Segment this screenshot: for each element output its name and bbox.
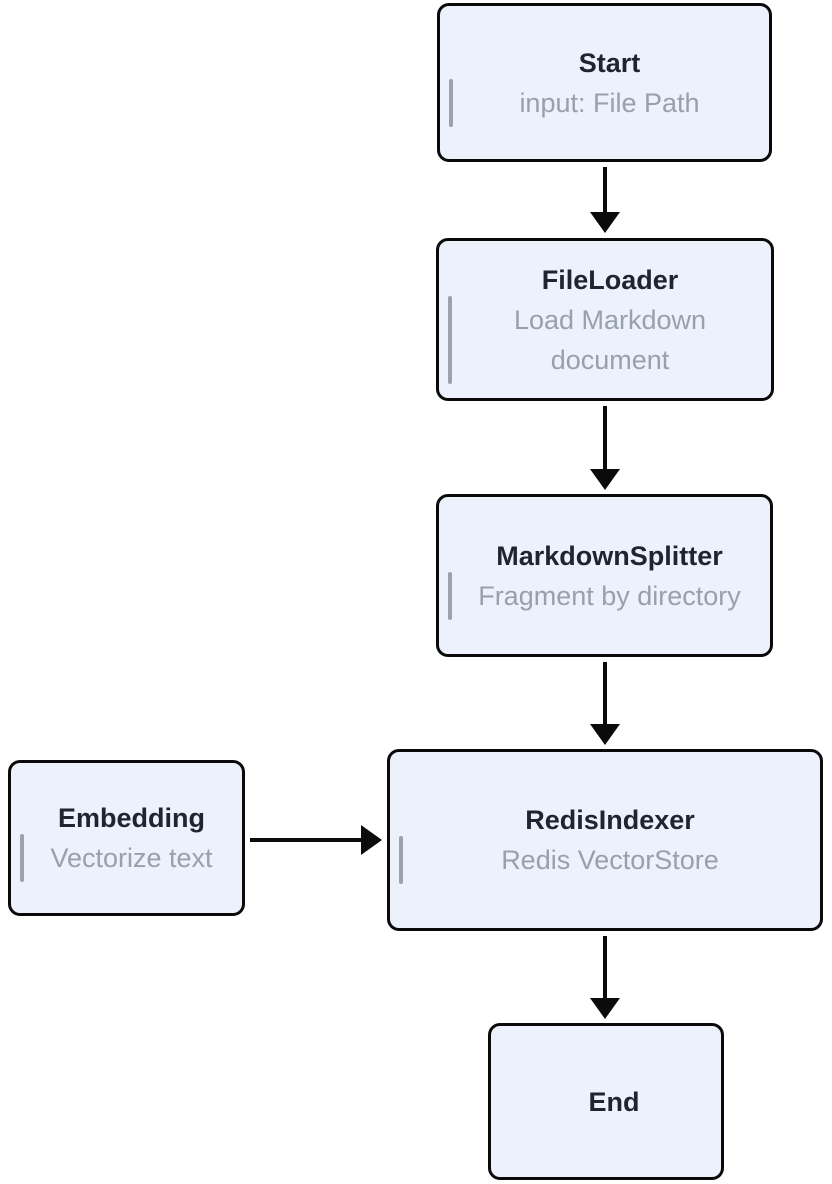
arrowhead-down-icon [590, 724, 620, 745]
node-title: FileLoader [541, 264, 679, 295]
edge-fileloader-to-markdownsplitter [590, 406, 620, 490]
node-end: End [488, 1023, 724, 1180]
node-embedding: Embedding Vectorize text [8, 760, 245, 916]
node-subtitle: Redis VectorStore [501, 845, 719, 875]
node-fileloader: FileLoader Load Markdown document [436, 238, 774, 401]
node-left-gutter [390, 752, 406, 928]
arrowhead-right-icon [361, 825, 382, 855]
node-start: Start input: File Path [437, 3, 772, 162]
node-label: RedisIndexer Redis VectorStore [399, 752, 820, 928]
node-subtitle-row: Load Markdown document [448, 295, 765, 384]
arrowhead-down-icon [590, 469, 620, 490]
edge-markdownsplitter-to-redisindexer [590, 662, 620, 745]
node-title: End [588, 1086, 640, 1117]
edge-start-to-fileloader [590, 167, 620, 233]
node-markdownsplitter: MarkdownSplitter Fragment by directory [436, 494, 773, 657]
edge-line [250, 838, 361, 842]
node-label: Start input: File Path [449, 6, 769, 159]
node-title: MarkdownSplitter [496, 540, 723, 571]
edge-line [603, 167, 607, 212]
node-label: MarkdownSplitter Fragment by directory [448, 497, 770, 654]
node-title: RedisIndexer [525, 805, 695, 835]
text-cursor-bar [20, 834, 24, 882]
node-subtitle: Fragment by directory [478, 580, 741, 611]
node-subtitle: Vectorize text [50, 843, 213, 873]
text-cursor-bar [449, 78, 453, 127]
node-subtitle-row: input: File Path [449, 78, 763, 127]
node-subtitle-row: Redis VectorStore [399, 836, 814, 884]
node-label: FileLoader Load Markdown document [448, 241, 771, 398]
edge-redisindexer-to-end [590, 936, 620, 1019]
edge-line [603, 406, 607, 469]
edge-embedding-to-redisindexer [250, 825, 382, 855]
edge-line [603, 662, 607, 724]
node-subtitle-row: Vectorize text [20, 834, 236, 882]
text-cursor-bar [448, 295, 452, 384]
text-cursor-bar [448, 571, 452, 620]
node-title: Start [578, 47, 641, 78]
node-left-gutter [439, 497, 455, 654]
arrowhead-down-icon [590, 212, 620, 233]
node-subtitle: input: File Path [519, 87, 700, 118]
node-title: Embedding [58, 803, 205, 833]
node-left-gutter [440, 6, 456, 159]
text-cursor-bar [399, 836, 403, 884]
node-left-gutter [439, 241, 455, 398]
node-left-gutter [491, 1026, 507, 1177]
node-subtitle: Load Markdown document [513, 304, 707, 375]
node-label: Embedding Vectorize text [20, 763, 242, 913]
node-subtitle-row: Fragment by directory [448, 571, 764, 620]
node-redisindexer: RedisIndexer Redis VectorStore [387, 749, 823, 931]
node-left-gutter [11, 763, 27, 913]
node-label: End [507, 1026, 721, 1177]
edge-line [603, 936, 607, 998]
arrowhead-down-icon [590, 998, 620, 1019]
